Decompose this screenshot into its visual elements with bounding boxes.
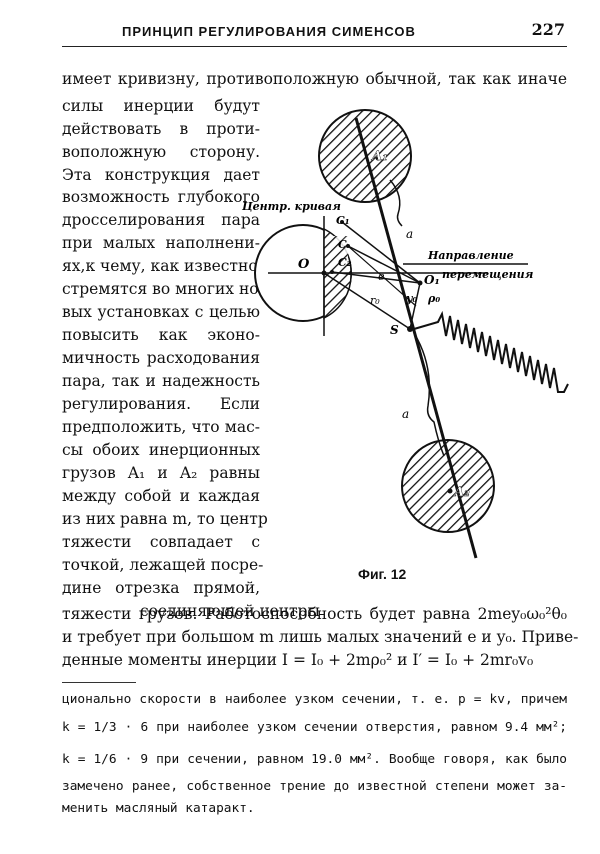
label-a-top: a xyxy=(406,227,413,241)
label-c2: C₂ xyxy=(338,256,352,269)
body-line: силы инерции будут xyxy=(62,97,260,115)
spring xyxy=(413,310,569,393)
label-o: O xyxy=(298,257,310,272)
weight-a2 xyxy=(401,439,495,533)
label-centr-krivaya: Центр. кривая xyxy=(241,200,341,213)
body-line: вых установках с целью xyxy=(62,303,260,321)
label-r0: r₀ xyxy=(370,294,380,307)
body-line: регулирования. Если xyxy=(62,395,260,413)
body-line: возможность глубокого xyxy=(62,188,260,206)
body-line: Эта конструкция дает xyxy=(62,166,260,184)
body-line: сы обоих инерционных xyxy=(62,441,260,459)
figure-caption: Фиг. 12 xyxy=(358,566,407,582)
body-line: предположить, что мас- xyxy=(62,418,260,436)
footnote-line: k = 1/6 · 9 при сечении, равном 19.0 мм²… xyxy=(62,752,567,767)
footnote-line: k = 1/3 · 6 при наиболее узком сечении о… xyxy=(62,720,567,735)
footnote-rule xyxy=(62,682,136,683)
label-e: e xyxy=(378,270,385,283)
label-direction-1: Направление xyxy=(427,249,514,262)
mechanism-figure: Центр. кривая A₁ A₂ O O₁ C₁ C C₂ S a a r… xyxy=(241,109,569,559)
rod xyxy=(354,117,478,559)
body-line: тяжести совпадает с xyxy=(62,533,260,551)
footnote-line: менить масляный катаракт. xyxy=(62,801,255,816)
body-line: имеет кривизну, противоположную обычной,… xyxy=(62,70,567,88)
body-line: воположную сторону. xyxy=(62,143,260,161)
label-s: S xyxy=(390,323,399,337)
label-a2: A₂ xyxy=(452,485,470,500)
label-rho0: ρ₀ xyxy=(427,292,440,305)
body-line: мичность расходования xyxy=(62,349,260,367)
body-line: тяжести грузов. Работоспособность будет … xyxy=(62,605,567,623)
label-o1: O₁ xyxy=(424,273,440,287)
body-line: и требует при большом m лишь малых значе… xyxy=(62,628,579,646)
body-line: ях,к чему, как известно, xyxy=(62,257,263,275)
label-a1: A₁ xyxy=(370,149,388,164)
body-line: при малых наполнени- xyxy=(62,234,260,252)
footnote-line: замечено ранее, собственное трение до из… xyxy=(62,779,567,794)
body-line: денные моменты инерции I = I₀ + 2mρ₀² и … xyxy=(62,651,534,669)
label-direction-2: перемещения xyxy=(442,268,534,281)
body-line: дине отрезка прямой, xyxy=(62,579,260,597)
body-line: повысить как эконо- xyxy=(62,326,260,344)
body-line: пара, так и надежность xyxy=(62,372,260,390)
body-line: из них равна m, то центр xyxy=(62,510,268,528)
body-line: грузов A₁ и A₂ равны xyxy=(62,464,260,482)
label-c1: C₁ xyxy=(336,214,350,227)
running-title: ПРИНЦИП РЕГУЛИРОВАНИЯ СИМЕНСОВ xyxy=(122,24,416,39)
footnote-line: ционально скорости в наиболее узком сече… xyxy=(62,692,567,707)
label-a-bottom: a xyxy=(402,407,409,421)
body-line: действовать в проти- xyxy=(62,120,260,138)
page-header: ПРИНЦИП РЕГУЛИРОВАНИЯ СИМЕНСОВ 227 xyxy=(62,18,567,47)
page-number: 227 xyxy=(531,20,565,39)
body-line: точкой, лежащей посре- xyxy=(62,556,264,574)
body-line: дросселирования пара xyxy=(62,211,260,229)
label-y0: y₀ xyxy=(405,292,417,305)
label-c: C xyxy=(338,238,347,251)
body-line: стремятся во многих но- xyxy=(62,280,264,298)
body-line: между собой и каждая xyxy=(62,487,260,505)
